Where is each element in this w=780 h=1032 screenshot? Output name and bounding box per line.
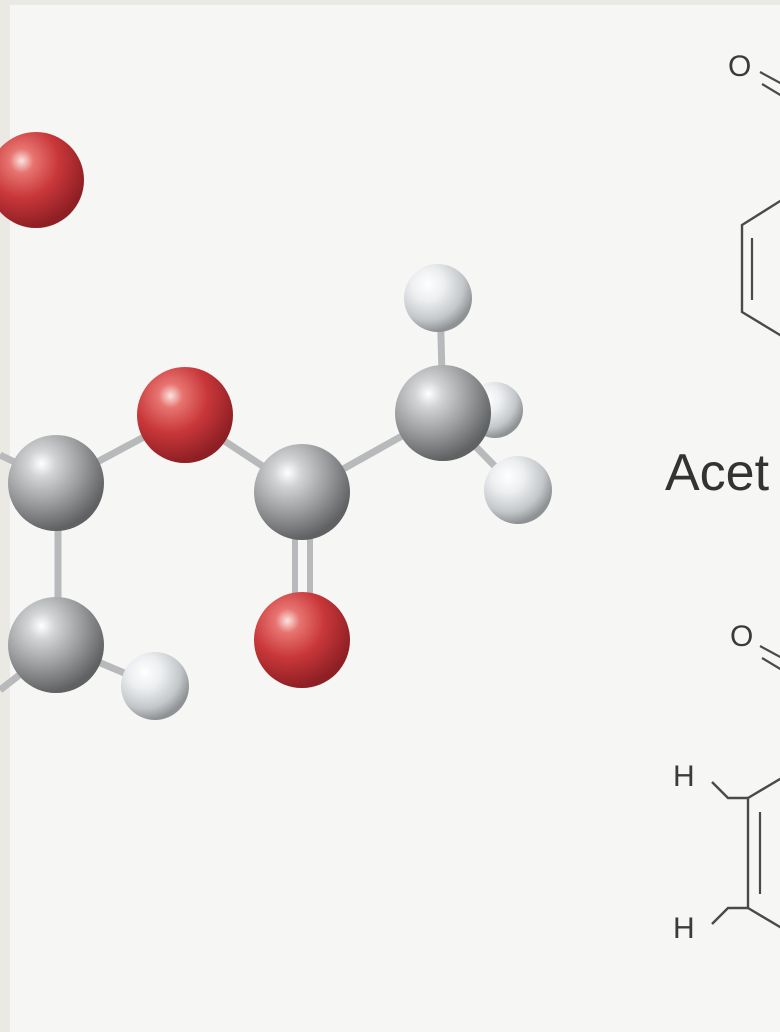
carbon-atom-ring-upper xyxy=(8,435,104,531)
structural-formula-top: O xyxy=(728,50,780,337)
carbon-atom-carbonyl xyxy=(254,444,350,540)
ring-bottom-lower-edge xyxy=(747,906,780,929)
hydrogen-bond-lower xyxy=(711,906,748,925)
oxygen-label-top: O xyxy=(728,50,751,83)
oxygen-label-bottom: O xyxy=(730,620,753,653)
double-bond-bottom-b xyxy=(761,657,780,671)
compound-caption: Acet xyxy=(665,444,770,502)
hydrogen-label-lower: H xyxy=(673,912,695,945)
top-edge-strip xyxy=(0,0,780,5)
hydrogen-atom-methyl-top xyxy=(404,264,472,332)
left-edge-strip xyxy=(0,0,10,1032)
hydrogen-bond-upper xyxy=(711,781,748,800)
oxygen-atom-ester xyxy=(137,367,233,463)
structural-formula-bottom: O H H xyxy=(673,620,780,945)
oxygen-atom-top-left xyxy=(0,132,84,228)
hydrogen-atom-ring xyxy=(121,652,189,720)
double-bond-top-b xyxy=(761,83,780,97)
double-bond-top-a xyxy=(759,71,780,85)
carbon-atom-methyl xyxy=(395,365,491,461)
double-bond-bottom-a xyxy=(759,645,780,659)
oxygen-atom-carbonyl xyxy=(254,592,350,688)
hydrogen-atom-methyl-front xyxy=(484,456,552,524)
carbon-atom-ring-lower xyxy=(8,597,104,693)
hydrogen-label-upper: H xyxy=(673,760,695,793)
benzene-ring-top-edge xyxy=(740,199,780,337)
atoms xyxy=(0,132,552,720)
ring-bottom-upper-edge xyxy=(747,777,780,800)
